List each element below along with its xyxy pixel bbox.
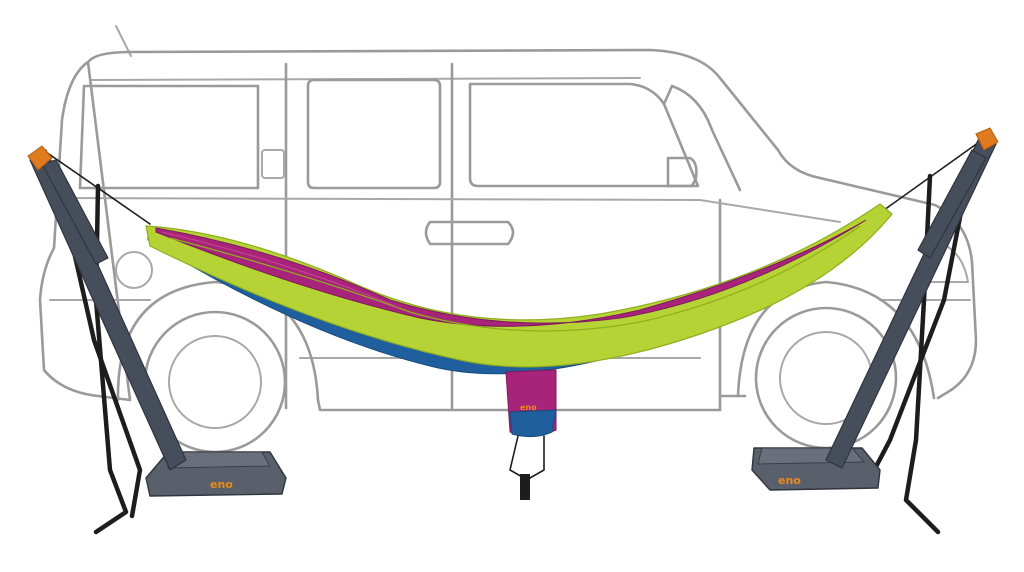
stuff-sack-bottom xyxy=(509,409,557,438)
front-window xyxy=(468,82,700,188)
hammock-stand-left: eno xyxy=(27,145,287,535)
front-wheel-arch xyxy=(736,280,936,400)
left-pole-cap xyxy=(27,145,53,171)
stuff-sack-logo: eno xyxy=(520,403,537,412)
hammock-stand-right: eno xyxy=(751,127,999,535)
right-brace xyxy=(917,149,987,259)
rear-handle xyxy=(261,149,285,179)
hammock-icon xyxy=(145,203,893,375)
body-crease xyxy=(59,197,841,223)
left-suspension-cord xyxy=(45,151,151,225)
middle-window xyxy=(306,78,442,190)
a-pillar xyxy=(662,84,742,192)
right-pole-cap xyxy=(975,127,999,151)
fuel-cap xyxy=(115,251,153,289)
rear-window xyxy=(78,84,260,190)
stuff-sack-strap xyxy=(520,474,530,500)
side-mirror xyxy=(666,156,698,188)
right-base-logo: eno xyxy=(778,474,801,487)
door-handle xyxy=(424,220,515,246)
right-inner-strap xyxy=(867,183,969,481)
stuff-sack-icon: eno xyxy=(505,369,557,500)
hammock-magenta-layer xyxy=(155,219,867,327)
car-body xyxy=(38,48,978,412)
hammock-green-layer xyxy=(145,203,893,368)
left-base-logo: eno xyxy=(210,478,233,491)
right-suspension-cord xyxy=(883,139,983,211)
left-brace xyxy=(41,159,109,265)
